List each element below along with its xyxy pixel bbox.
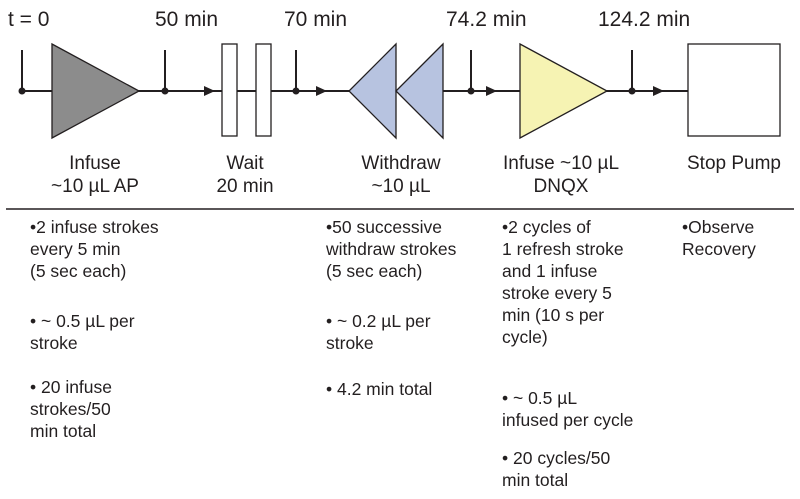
flow-arrowhead	[486, 86, 497, 96]
note-infuse-ap-total: • 20 infuse strokes/50 min total	[30, 377, 113, 441]
note-infuse-ap-strokes: •2 infuse strokes every 5 min (5 sec eac…	[30, 217, 159, 281]
time-label-74min: 74.2 min	[446, 8, 527, 31]
note-infuse-dnqx-total: • 20 cycles/50 min total	[502, 448, 611, 490]
flow-arrowhead	[204, 86, 215, 96]
node-dot	[292, 87, 300, 95]
time-label-124min: 124.2 min	[598, 8, 691, 31]
step-label-withdraw: Withdraw ~10 µL	[361, 153, 441, 197]
step-label-infuse-ap: Infuse ~10 µL AP	[51, 153, 139, 197]
node-dot	[467, 87, 475, 95]
flow-arrowhead	[316, 86, 327, 96]
withdraw-triangle-icon	[395, 42, 444, 140]
infuse-dnqx-triangle-icon	[519, 42, 609, 140]
note-withdraw-volume: • ~ 0.2 µL per stroke	[326, 311, 431, 353]
note-withdraw-strokes: •50 successive withdraw strokes (5 sec e…	[326, 217, 457, 281]
note-stop-observe: •Observe Recovery	[682, 217, 756, 259]
note-withdraw-total: • 4.2 min total	[326, 379, 433, 399]
note-infuse-dnqx-cycles: •2 cycles of 1 refresh stroke and 1 infu…	[502, 217, 624, 347]
flow-arrowhead	[653, 86, 664, 96]
step-label-wait: Wait 20 min	[216, 153, 274, 197]
infuse-ap-triangle-icon	[51, 42, 141, 140]
wait-bar-icon	[255, 43, 272, 137]
time-label-t0: t = 0	[8, 8, 50, 31]
note-infuse-ap-volume: • ~ 0.5 µL per stroke	[30, 311, 135, 353]
note-infuse-dnqx-volume: • ~ 0.5 µL infused per cycle	[502, 388, 634, 430]
node-dot	[161, 87, 169, 95]
withdraw-triangle-icon	[348, 42, 397, 140]
node-dot	[18, 87, 26, 95]
stop-pump-box-icon	[687, 43, 781, 137]
wait-bar-icon	[221, 43, 238, 137]
node-dot	[628, 87, 636, 95]
time-label-50min: 50 min	[155, 8, 219, 31]
step-label-infuse-dnqx: Infuse ~10 µL DNQX	[502, 153, 620, 197]
step-label-stop-pump: Stop Pump	[687, 153, 781, 174]
time-label-70min: 70 min	[284, 8, 348, 31]
